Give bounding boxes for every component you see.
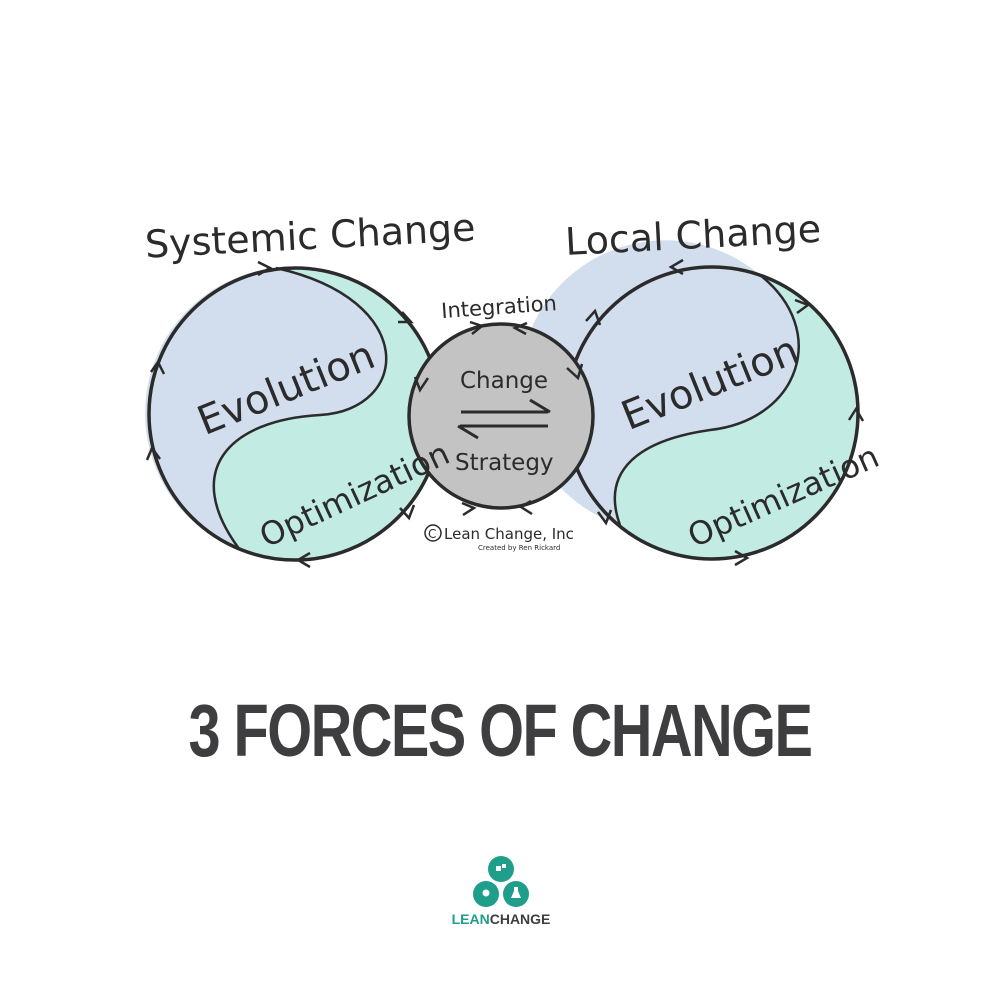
copyright-text: Lean Change, Inc [444,525,574,543]
flow-arrow-icon [398,311,414,324]
page-headline: 3 FORCES OF CHANGE [188,689,813,772]
center-strategy-label: Strategy [455,450,554,476]
flow-arrow-icon [257,260,273,277]
systemic-change-circle [145,260,443,569]
flow-arrow-icon [566,363,584,381]
flow-arrow-icon [295,551,311,569]
local-change-circle [519,240,865,567]
flow-arrow-icon [734,549,750,567]
flow-arrow-icon [596,509,613,526]
flow-arrow-icon [469,320,485,335]
logo-word-change: CHANGE [489,911,551,927]
exchange-arrows-icon [457,398,551,440]
flow-arrow-icon [794,298,811,315]
right-title: Local Change [564,207,822,264]
flow-arrow-icon [847,406,865,422]
logo-word-lean: LEAN [451,911,490,927]
flow-arrow-icon [512,321,528,336]
credit-text: Created by Ren Rickard [478,544,560,552]
flow-arrow-icon [399,504,416,521]
logo-wordmark: LEANCHANGE [446,911,556,927]
flow-arrow-icon [413,376,430,393]
svg-text:C: C [428,527,436,541]
lean-change-logo [473,856,529,907]
copyright-icon [424,524,442,542]
center-change-label: Change [460,368,548,394]
flow-arrow-icon [518,499,533,516]
flow-arrow-icon [585,308,602,326]
forces-diagram: Systemic Change Local Change Evolution O… [144,205,885,569]
left-title: Systemic Change [144,205,477,266]
flow-arrow-icon [461,501,477,517]
flow-arrow-icon [149,359,166,375]
copyright: C Lean Change, Inc Created by Ren Rickar… [424,524,574,552]
change-strategy-circle [407,320,595,517]
flow-arrow-icon [145,445,162,461]
flow-arrow-icon [668,258,684,276]
